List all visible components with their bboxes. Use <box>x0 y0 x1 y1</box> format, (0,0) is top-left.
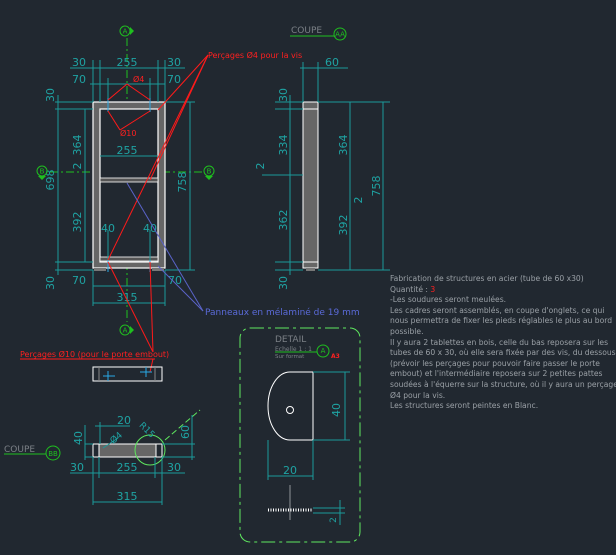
section-bb-title: COUPE <box>4 445 35 455</box>
detail-dim-width: 20 <box>283 464 297 477</box>
bb-dim-total: 315 <box>117 490 138 503</box>
note-line: embout) et l'intermédiaire reposera sur … <box>390 369 603 379</box>
bb-dim-right: 30 <box>167 461 181 474</box>
detail-format-value: A3 <box>331 353 340 360</box>
dim-total-left: 698 <box>44 170 57 191</box>
dim-second-right: 70 <box>167 73 181 86</box>
dim-overall-width: 315 <box>117 291 138 304</box>
detail-scale: Echelle 1 : 1 <box>275 346 312 353</box>
section-bb-tag: BB <box>48 450 58 458</box>
dim-top-left: 30 <box>72 56 86 69</box>
dim-bottom-left: 30 <box>44 276 57 290</box>
hole-large-label: Ø10 <box>120 128 136 138</box>
axis-a-top-marker: A <box>119 25 134 37</box>
bb-dim-left: 30 <box>70 461 84 474</box>
note-line: nous permettra de fixer les pieds réglab… <box>390 316 613 326</box>
detail-title: DETAIL <box>275 335 306 345</box>
dim-upper-height: 364 <box>71 135 84 156</box>
axis-b-left-marker: B <box>36 165 48 180</box>
note-quantity: Quantité : 3 <box>390 285 615 296</box>
aa-dim-gap-left: 2 <box>254 163 267 170</box>
aa-dim-gap-right: 2 <box>352 197 365 204</box>
axis-a-bottom-marker: A <box>119 324 134 336</box>
detail-format: Sur format <box>275 354 305 360</box>
note-line: Ø4 pour la vis. <box>390 390 446 400</box>
svg-text:B: B <box>207 168 212 176</box>
foot-left <box>94 268 106 271</box>
note-line: Les cadres seront assemblés, en coupe d'… <box>390 305 605 315</box>
dim-foot-right: 40 <box>143 222 157 235</box>
label-holes-screws: Perçages Ø4 pour la vis <box>208 50 302 60</box>
section-aa-tag: AA <box>335 31 345 39</box>
note-line: Les structures seront peintes en Blanc. <box>390 401 539 411</box>
section-bb: COUPE BB 20 40 60 30 255 30 315 Ø4 R15 <box>4 409 201 505</box>
dim-top-right: 30 <box>167 56 181 69</box>
dim-foot-left: 40 <box>101 222 115 235</box>
note-line: -Les soudures seront meulées. <box>390 295 507 305</box>
aa-dim-upper-right: 364 <box>337 135 350 156</box>
detail-dim-thickness: 2 <box>329 517 339 523</box>
dim-second-left: 70 <box>72 73 86 86</box>
note-line: soudées à l'équerre sur la structure, où… <box>390 379 616 389</box>
hole-small-label: Ø4 <box>133 74 144 84</box>
svg-text:B: B <box>40 168 45 176</box>
label-holes-endcap: Perçages Ø10 (pour le porte embout) <box>20 349 169 359</box>
note-line: possible. <box>390 326 424 336</box>
bb-dim-60: 60 <box>179 425 192 439</box>
side-profile <box>302 101 319 269</box>
aa-dim-total: 758 <box>370 176 383 197</box>
endcap-plate-view <box>92 366 163 382</box>
label-panels: Panneaux en mélaminé de 19 mm <box>205 307 360 318</box>
detail-tag: A <box>321 347 326 355</box>
aa-dim-width: 60 <box>325 56 339 69</box>
detail-view: DETAIL Echelle 1 : 1 Sur format A A3 40 … <box>239 327 361 543</box>
middle-shelf <box>99 177 159 183</box>
foot-right <box>152 268 164 271</box>
quantity-value: 3 <box>430 284 436 294</box>
aa-dim-lower-right: 392 <box>337 215 350 236</box>
front-view: 30 255 30 70 70 255 40 40 70 70 315 30 3… <box>20 25 360 373</box>
note-line: Fabrication de structures en acier (tube… <box>390 274 584 283</box>
dim-top-mid: 255 <box>117 56 138 69</box>
aa-dim-top: 30 <box>277 88 290 102</box>
bb-dim-mid: 255 <box>117 461 138 474</box>
bb-radius: R15 <box>137 421 157 441</box>
note-line: (prévoir les perçages pour pouvoir faire… <box>390 358 600 368</box>
section-aa: COUPE AA 60 30 334 2 362 30 364 2 392 75… <box>254 26 390 290</box>
note-line: Il y aura 2 tablettes en bois, celle du … <box>390 337 609 347</box>
quantity-label: Quantité : <box>390 284 431 294</box>
dim-bottom-70-left: 70 <box>72 274 86 287</box>
dim-lower-height: 392 <box>71 212 84 233</box>
bb-dim-40: 40 <box>72 431 85 445</box>
svg-text:A: A <box>123 28 128 36</box>
detail-profile <box>267 371 314 441</box>
note-line: tubes de 60 x 30, où elle sera fixée par… <box>390 348 616 358</box>
dim-gap: 2 <box>71 163 84 170</box>
aa-dim-upper-left: 334 <box>277 135 290 156</box>
dim-total-right: 758 <box>176 172 189 193</box>
dim-left-top: 30 <box>44 88 57 102</box>
dim-inner-width: 255 <box>117 144 138 157</box>
aa-dim-bottom: 30 <box>277 276 290 290</box>
svg-text:A: A <box>123 327 128 335</box>
section-aa-title: COUPE <box>291 26 322 36</box>
axis-b-right-marker: B <box>203 165 215 180</box>
aa-dim-lower-left: 362 <box>277 210 290 231</box>
bb-dim-20: 20 <box>117 414 131 427</box>
bottom-shelf <box>99 256 159 262</box>
detail-dim-height: 40 <box>330 403 343 417</box>
fabrication-notes: Fabrication de structures en acier (tube… <box>390 274 616 412</box>
dim-bottom-70-right: 70 <box>168 274 182 287</box>
